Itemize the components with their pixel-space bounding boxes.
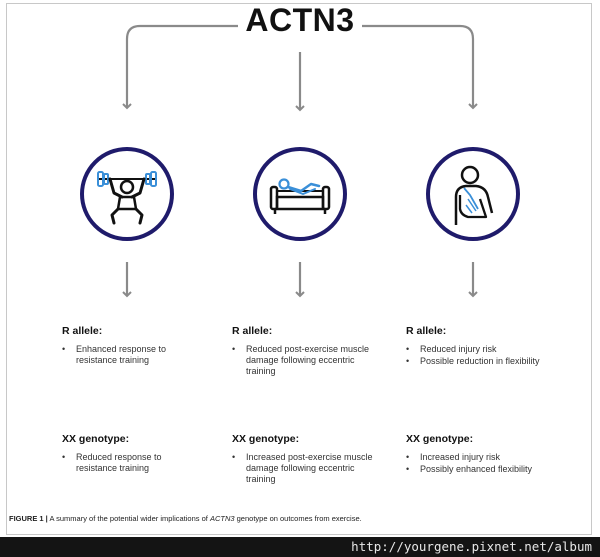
r-allele-heading-1: R allele: xyxy=(62,325,103,337)
list-item: Enhanced response to resistance training xyxy=(62,344,192,366)
r-allele-heading-2: R allele: xyxy=(232,325,273,337)
r-allele-list-3: Reduced injury risk Possible reduction i… xyxy=(406,344,566,368)
xx-genotype-heading-3: XX genotype: xyxy=(406,433,474,445)
caption-text-after: genotype on outcomes from exercise. xyxy=(236,514,362,523)
caption-gene: ACTN3 xyxy=(209,514,235,523)
caption-text-before: A summary of the potential wider implica… xyxy=(49,514,208,523)
arrow-left-top xyxy=(122,24,238,110)
watermark-url: http://yourgene.pixnet.net/album xyxy=(351,539,592,554)
list-item: Possible reduction in flexibility xyxy=(406,356,566,367)
arrow-right-top xyxy=(362,24,478,110)
figure-frame xyxy=(6,3,592,535)
xx-genotype-list-3: Increased injury risk Possibly enhanced … xyxy=(406,452,566,476)
xx-genotype-heading-1: XX genotype: xyxy=(62,433,130,445)
r-allele-list-1: Enhanced response to resistance training xyxy=(62,344,192,367)
list-item: Reduced response to resistance training xyxy=(62,452,192,474)
diagram-title: ACTN3 xyxy=(245,2,355,38)
resting-on-sofa-icon xyxy=(253,147,347,241)
watermark-bar: http://yourgene.pixnet.net/album xyxy=(0,537,600,557)
figure-caption: FIGURE 1 | A summary of the potential wi… xyxy=(9,514,362,523)
list-item: Increased post-exercise muscle damage fo… xyxy=(232,452,382,485)
caption-label: FIGURE 1 | xyxy=(9,514,48,523)
xx-genotype-list-2: Increased post-exercise muscle damage fo… xyxy=(232,452,382,486)
list-item: Reduced injury risk xyxy=(406,344,566,355)
xx-genotype-heading-2: XX genotype: xyxy=(232,433,300,445)
list-item: Possibly enhanced flexibility xyxy=(406,464,566,475)
r-allele-list-2: Reduced post-exercise muscle damage foll… xyxy=(232,344,382,378)
list-item: Increased injury risk xyxy=(406,452,566,463)
weightlifter-icon xyxy=(80,147,174,241)
list-item: Reduced post-exercise muscle damage foll… xyxy=(232,344,382,377)
r-allele-heading-3: R allele: xyxy=(406,325,447,337)
arm-sling-injury-icon xyxy=(426,147,520,241)
xx-genotype-list-1: Reduced response to resistance training xyxy=(62,452,192,475)
